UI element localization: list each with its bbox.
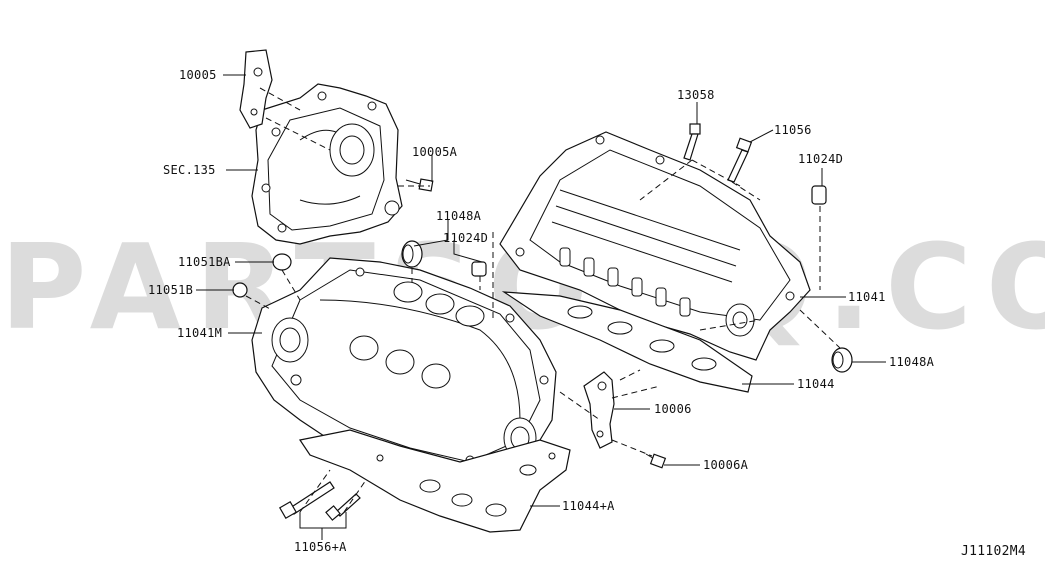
plug-11051b (232, 282, 248, 298)
bolt-11056 (727, 137, 753, 183)
callout-10005a[interactable]: 10005A (412, 145, 458, 159)
callout-11051b[interactable]: 11051B (148, 283, 194, 297)
head-gasket-11044 (501, 291, 753, 393)
callout-11041[interactable]: 11041 (848, 290, 886, 304)
leader-lines (196, 74, 886, 540)
plug-11051ba (272, 253, 292, 271)
callout-11051ba[interactable]: 11051BA (178, 255, 231, 269)
head-gasket-11044a (299, 429, 571, 533)
callout-13058[interactable]: 13058 (677, 88, 715, 102)
diagram-code: J11102M4 (961, 544, 1027, 559)
cylinder-head-11041m (251, 257, 557, 481)
timing-cover-sec135 (251, 83, 403, 245)
intake-ports (349, 281, 485, 389)
dowel-11024d-right (811, 185, 827, 205)
exhaust-ports (559, 247, 691, 317)
callout-10006a[interactable]: 10006A (703, 458, 749, 472)
callout-11024d-mid[interactable]: 11024D (443, 231, 489, 245)
callout-10005[interactable]: 10005 (179, 68, 217, 82)
cap-11048a-top (401, 240, 423, 268)
assembly-dashed-lines (245, 87, 841, 513)
callout-sec135[interactable]: SEC.135 (163, 163, 216, 177)
bolts-11056a (278, 481, 361, 521)
bolt-13058 (683, 123, 701, 161)
bolt-10006a (645, 453, 667, 469)
callout-11056a[interactable]: 11056+A (294, 540, 347, 554)
bracket-10006 (583, 371, 615, 449)
callout-11048a-top[interactable]: 11048A (436, 209, 482, 223)
callout-11024d-right[interactable]: 11024D (798, 152, 844, 166)
bolt-10005a (405, 178, 434, 192)
callout-11041m[interactable]: 11041M (177, 326, 223, 340)
callout-11056[interactable]: 11056 (774, 123, 812, 137)
dowel-11024d-mid (471, 261, 487, 277)
bracket-10005 (239, 49, 273, 129)
cap-11048a-right (831, 347, 853, 373)
callout-11044[interactable]: 11044 (797, 377, 835, 391)
callout-11044a[interactable]: 11044+A (562, 499, 615, 513)
callout-10006[interactable]: 10006 (654, 402, 692, 416)
callout-11048a-right[interactable]: 11048A (889, 355, 935, 369)
